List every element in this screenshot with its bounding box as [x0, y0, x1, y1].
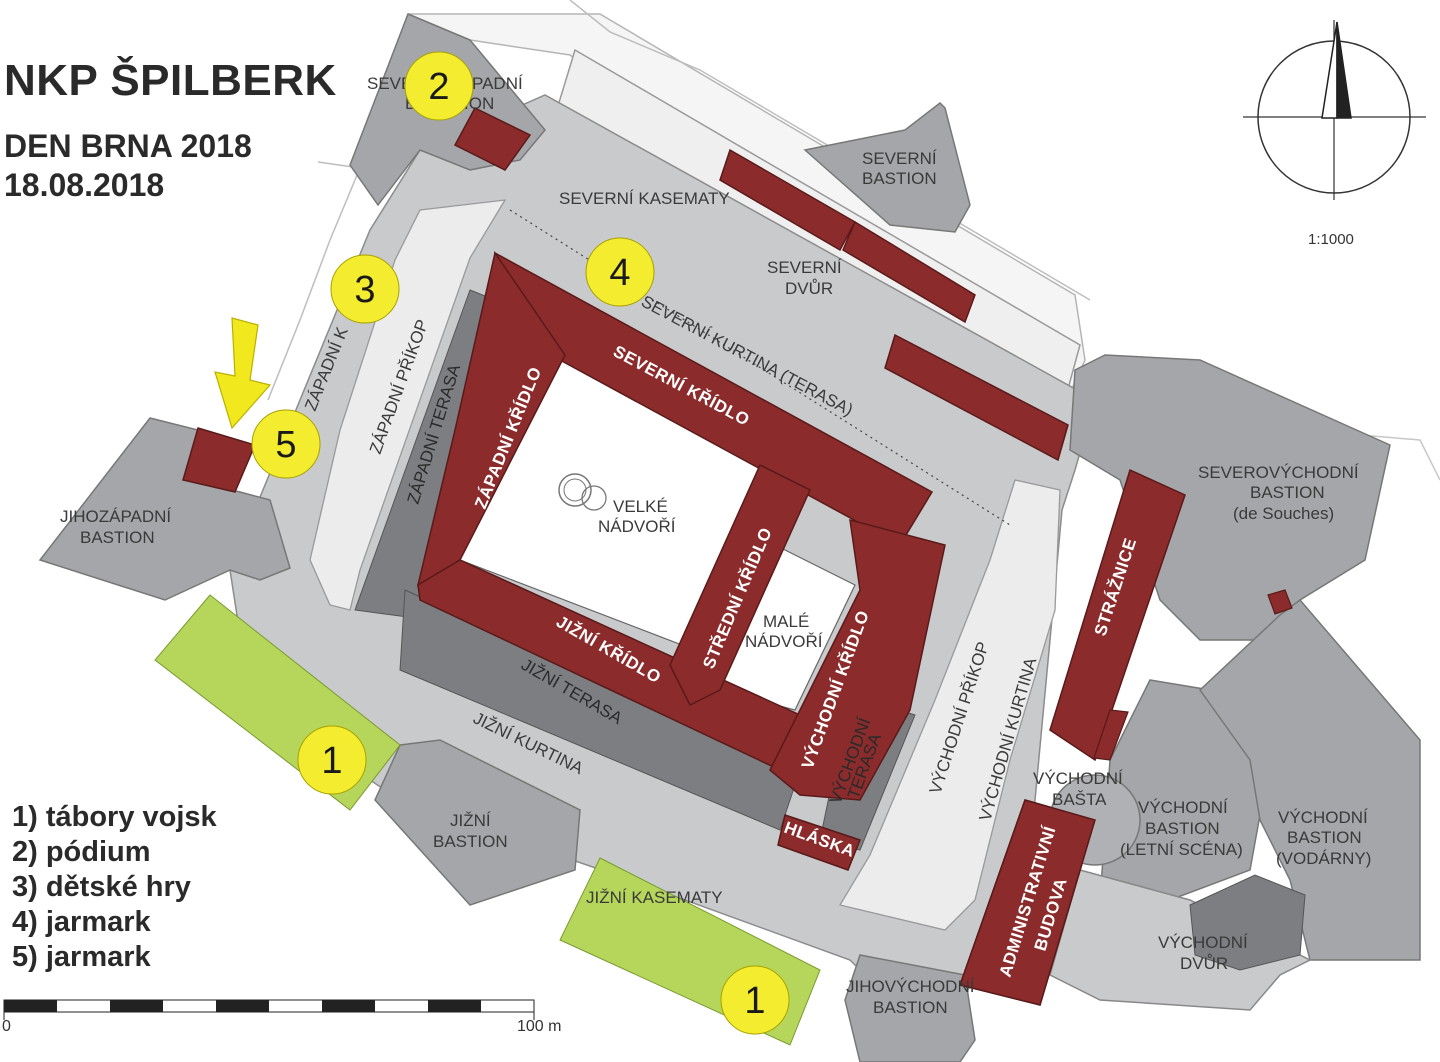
legend-item: 1) tábory vojsk: [12, 801, 217, 833]
compass: [1243, 20, 1426, 200]
label-jihovychodni-bastion-2: BASTION: [873, 998, 948, 1017]
label-severni-dvur-1: SEVERNÍ: [767, 258, 842, 277]
label-jihovychodni-bastion-1: JIHOVÝCHODNÍ: [846, 977, 975, 996]
east-wing: [769, 518, 946, 801]
north-casemates-building-2: [842, 220, 976, 324]
legend-item: 4) jarmark: [12, 906, 151, 938]
courtyard-well-inner: [563, 478, 587, 502]
marker-1-army-camp-west[interactable]: 1: [297, 725, 367, 795]
label-male-nadvori-1: MALÉ: [763, 612, 809, 631]
scale-segment: [322, 1000, 375, 1012]
south-bastion: [374, 739, 581, 906]
north-casemates-building-3: [884, 333, 1069, 462]
label-severni-bastion-1: SEVERNÍ: [862, 149, 937, 168]
label-vychodni-dvur-2: DVŮR: [1180, 954, 1228, 973]
compass-north-arrow-light: [1321, 21, 1338, 119]
marker-circle: [720, 965, 790, 1035]
northwest-stage-building: [453, 107, 532, 171]
marker-circle: [251, 409, 321, 479]
guardhouse-building: [1049, 468, 1186, 762]
label-velke-nadvori-1: VELKÉ: [613, 497, 668, 516]
marker-circle: [585, 237, 655, 307]
label-vychodni-bastion-vodarny-2: BASTION: [1287, 828, 1362, 847]
watchtower-hlaska: [777, 814, 861, 871]
label-severovychodni-bastion-1: SEVEROVÝCHODNÍ: [1198, 463, 1359, 482]
legend-item: 3) dětské hry: [12, 871, 191, 903]
label-vychodni-bastion-letni-3: (LETNÍ SCÉNA): [1120, 840, 1243, 859]
marker-2-podium[interactable]: 2: [404, 51, 474, 121]
marker-3-childrens-games[interactable]: 3: [330, 254, 400, 324]
administrative-building-front: [959, 799, 1096, 1006]
label-jizni-bastion-2: BASTION: [433, 832, 508, 851]
scale-zero-label: 0: [2, 1018, 11, 1035]
label-vychodni-basta-2: BAŠTA: [1052, 790, 1107, 809]
label-severozapadni-bastion-1b: PADNÍ: [472, 74, 523, 93]
label-jizni-bastion-1: JIŽNÍ: [450, 811, 491, 830]
legend-item: 5) jarmark: [12, 941, 151, 973]
west-outer-line: [267, 161, 362, 401]
west-stage-building: [182, 427, 257, 493]
marker-number: 1: [744, 980, 765, 1022]
label-jizni-kasematy: JIŽNÍ KASEMATY: [586, 888, 723, 907]
marker-number: 3: [354, 269, 375, 311]
scale-segment: [428, 1000, 481, 1012]
legend: 1) tábory vojsk 2) pódium 3) dětské hry …: [12, 800, 217, 975]
marker-circle: [404, 51, 474, 121]
label-severozapadni-bastion-2b: ION: [464, 94, 494, 113]
label-severni-bastion-2: BASTION: [862, 169, 937, 188]
map-title: NKP ŠPILBERK: [4, 56, 337, 105]
scale-segment: [4, 1000, 57, 1012]
scale-bar: [3, 999, 535, 1020]
east-small-building: [1093, 709, 1129, 761]
scale-segment: [110, 1000, 163, 1012]
scale-segment: [216, 1000, 269, 1012]
marker-circle: [330, 254, 400, 324]
label-severovychodni-bastion-2: BASTION: [1250, 483, 1325, 502]
label-vychodni-basta-1: VÝCHODNÍ: [1033, 769, 1123, 788]
entrance-arrow: [214, 317, 272, 430]
label-jihozapadni-bastion-2: BASTION: [80, 528, 155, 547]
courtyard-well: [558, 473, 592, 507]
label-vychodni-bastion-vodarny-3: (VODÁRNY): [1276, 849, 1371, 868]
label-jihozapadni-bastion-1: JIHOZÁPADNÍ: [60, 507, 171, 526]
label-vychodni-bastion-vodarny-1: VÝCHODNÍ: [1278, 808, 1368, 827]
courtyard-circle: [581, 485, 607, 511]
north-bastion: [803, 102, 971, 233]
label-severovychodni-bastion-3: (de Souches): [1233, 504, 1334, 523]
northeast-small-building: [1267, 589, 1293, 615]
label-vychodni-bastion-letni-2: BASTION: [1145, 819, 1220, 838]
middle-wing: [669, 463, 811, 707]
marker-circle: [297, 725, 367, 795]
marker-number: 2: [428, 66, 449, 108]
marker-4-market[interactable]: 4: [585, 237, 655, 307]
east-court-building: [1189, 874, 1306, 971]
label-vychodni-bastion-letni-1: VÝCHODNÍ: [1138, 798, 1228, 817]
compass-north-arrow-dark: [1336, 21, 1352, 119]
marker-number: 1: [321, 740, 342, 782]
legend-item: 2) pódium: [12, 836, 151, 868]
event-date: 18.08.2018: [4, 167, 165, 203]
label-severni-dvur-2: DVŮR: [785, 279, 833, 298]
scale-max-label: 100 m: [517, 1018, 562, 1035]
label-severni-kasematy: SEVERNÍ KASEMATY: [559, 189, 730, 208]
marker-5-market[interactable]: 5: [251, 409, 321, 479]
scale-ratio: 1:1000: [1308, 231, 1354, 248]
marker-number: 4: [609, 252, 630, 294]
marker-1-army-camp-south[interactable]: 1: [720, 965, 790, 1035]
label-velke-nadvori-2: NÁDVOŘÍ: [598, 517, 676, 536]
event-name: DEN BRNA 2018: [4, 128, 252, 164]
west-moat: [309, 199, 507, 611]
east-moat: [838, 479, 1061, 931]
label-male-nadvori-2: NÁDVOŘÍ: [745, 632, 823, 651]
north-casemates-building-1: [719, 148, 857, 252]
label-vychodni-dvur-1: VÝCHODNÍ: [1158, 933, 1248, 952]
marker-number: 5: [275, 424, 296, 466]
north-dotted-line: [509, 209, 1011, 526]
